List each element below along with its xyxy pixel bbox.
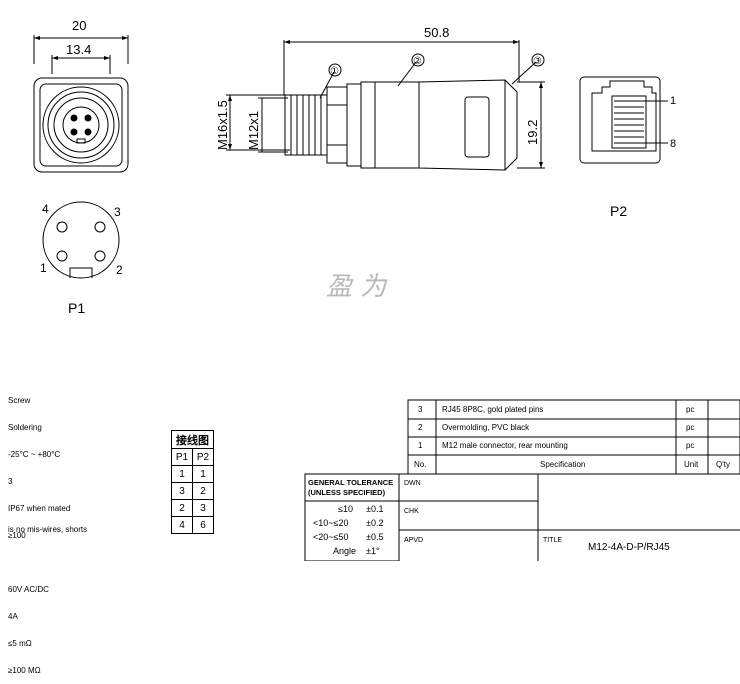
technical-drawing: 20 13.4 50.8 M16x1.5 M12x1 19.2 ① ② ③ 1 … [33,18,740,561]
note-line: ≤5 mΩ [8,639,32,648]
tolerance-title-1: GENERAL TOLERANCE [308,478,393,487]
p1-pin-face [42,201,120,279]
p1-pin-1: 1 [40,261,47,275]
dim-height: 19.2 [525,120,540,145]
wiring-cell: 1 [192,465,214,483]
note-line: 4A [8,612,18,621]
bom-no-2: 2 [418,423,423,432]
bom-no-3: 3 [418,405,423,414]
p1-pin-2: 2 [116,263,123,277]
note-line [8,558,70,567]
signoff-chk: CHK [404,508,419,515]
wiring-cell: 2 [192,482,214,500]
dim-p1-inner: 13.4 [66,42,91,57]
signoff-dwn: DWN [404,480,421,487]
title-value: M12-4A-D-P/RJ45 [588,542,670,553]
title-label: TITLE [543,537,562,544]
bom-spec-2: Overmolding, PVC black [442,423,530,432]
tol-range-2: <10~≤20 [313,518,348,528]
bom-unit-3: pc [686,405,694,414]
p1-pin-4: 4 [42,202,49,216]
bom-unit-1: pc [686,441,694,450]
wiring-header-p1: P1 [171,448,193,466]
signoff-apvd: APVD [404,537,423,544]
bom-header-qty: Q'ty [716,460,730,469]
callout-3: ③ [533,56,542,67]
note-line: -25°C ~ +80°C [8,450,61,459]
bom-spec-1: M12 male connector, rear mounting [442,441,568,450]
bom-no-1: 1 [418,441,423,450]
tolerance-title-2: (UNLESS SPECIFIED) [308,488,386,497]
wiring-cell: 4 [171,516,193,534]
bom-header-no: No. [414,460,426,469]
tol-value-2: ±0.2 [366,518,383,528]
tol-range-3: <20~≤50 [313,532,348,542]
wiring-cell: 3 [171,482,193,500]
tol-value-4: ±1° [366,546,380,556]
p2-pin-first: 1 [670,95,676,107]
callout-1: ① [330,66,339,77]
wiring-header-p2: P2 [192,448,214,466]
bom-header-spec: Specification [540,460,585,469]
p2-rj45-face [579,76,668,164]
bom-unit-2: pc [686,423,694,432]
tol-value-3: ±0.5 [366,532,383,542]
note-line: 3 [8,477,13,486]
p2-label: P2 [610,203,627,219]
p1-label: P1 [68,300,85,316]
p1-front-view [33,35,129,173]
note-line: 60V AC/DC [8,585,49,594]
wiring-cell: 3 [192,499,214,517]
wiring-table: 接线图 P1 P2 1 1 3 2 2 3 4 6 [171,430,214,534]
title-block-frame [304,399,740,561]
spec-note-mis-wires: is no mis-wires, shorts [8,525,88,534]
watermark: 盈 为 [326,272,388,302]
dim-thread-outer: M16x1.5 [215,100,230,150]
p2-pin-last: 8 [670,138,676,150]
dim-length: 50.8 [424,25,449,40]
bom-header-unit: Unit [684,460,699,469]
tol-range-4: Angle [333,546,356,556]
callout-2: ② [413,56,422,67]
bom-spec-3: RJ45 8P8C, gold plated pins [442,405,543,414]
p1-pin-3: 3 [114,205,121,219]
note-line: Screw [8,396,31,405]
tol-range-1: ≤10 [338,504,353,514]
dim-thread-inner: M12x1 [246,111,261,150]
note-line: Soldering [8,423,42,432]
wiring-cell: 6 [192,516,214,534]
note-line: IP67 when mated [8,504,71,513]
wiring-cell: 2 [171,499,193,517]
wiring-cell: 1 [171,465,193,483]
dim-p1-width: 20 [72,18,86,33]
tol-value-1: ±0.1 [366,504,383,514]
wiring-title: 接线图 [171,430,214,449]
note-line: ≥100 MΩ [8,666,41,675]
connector-side-view [226,40,545,171]
note-line: ≥100 [8,531,26,540]
